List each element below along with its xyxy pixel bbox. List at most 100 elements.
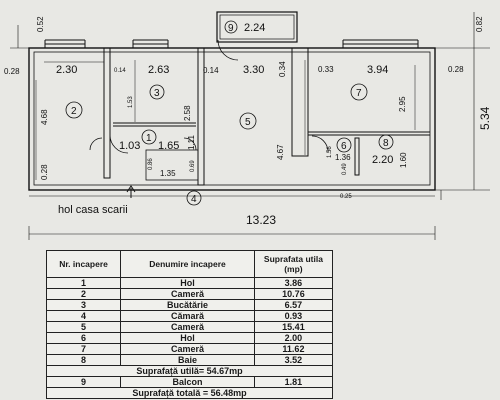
row-nr: 5 [45, 321, 122, 333]
row-area: 2.00 [253, 332, 334, 344]
grand-total-row: Suprafață totală = 56.48mp [46, 387, 333, 399]
room-3-marker [149, 84, 165, 100]
room-7-number: 7 [356, 88, 362, 99]
dim-r4-width: 1.35 [160, 169, 176, 178]
room-1-marker [141, 129, 157, 145]
row-area: 1.81 [253, 376, 334, 388]
row-name: Baie [120, 354, 255, 366]
dim-r6-a: 1.56 [327, 146, 333, 158]
header-name: Denumire incapere [120, 250, 255, 278]
dim-r4-a: 0.86 [148, 158, 154, 170]
room-7-marker [350, 83, 368, 101]
dimension-labels: 0.52 0.82 5.34 13.23 2.24 0.28 0.28 2.30… [4, 16, 492, 227]
dim-r3-height: 2.58 [183, 105, 192, 121]
table-row: 7 Cameră 11.62 [45, 343, 334, 355]
room-4-marker [186, 190, 202, 206]
dim-r5-wall-a: 0.14 [203, 66, 219, 75]
room-8-marker [378, 134, 394, 150]
row-nr: 4 [45, 310, 122, 322]
table-row: 4 Cămară 0.93 [45, 310, 334, 322]
room-1-number: 1 [146, 133, 152, 144]
room-area-table: Nr. incapere Denumire incapere Suprafata… [45, 250, 334, 399]
row-name: Bucătărie [120, 299, 255, 311]
dim-r2-height: 4.68 [40, 109, 49, 125]
dim-r6-bottom: 0.25 [340, 194, 352, 200]
dim-r7-height: 2.95 [398, 96, 407, 112]
grand-total: Suprafață totală = 56.48mp [46, 387, 333, 399]
room-markers [65, 20, 394, 206]
dim-right-vertical: 5.34 [478, 106, 492, 130]
row-nr: 2 [45, 288, 122, 300]
row-name: Cameră [120, 288, 255, 300]
room-4-number: 4 [191, 194, 197, 205]
dim-r2-width: 2.30 [56, 64, 77, 76]
dim-r3-width: 2.63 [148, 64, 169, 76]
table-row: 2 Cameră 10.76 [45, 288, 334, 300]
row-area: 0.93 [253, 310, 334, 322]
row-area: 3.52 [253, 354, 334, 366]
table-row: 3 Bucătărie 6.57 [45, 299, 334, 311]
table-row: 9 Balcon 1.81 [45, 376, 334, 388]
dim-r3-wall: 0.14 [114, 68, 126, 74]
row-nr: 8 [45, 354, 122, 366]
row-name: Balcon [120, 376, 255, 388]
row-name: Hol [120, 332, 255, 344]
room-2-number: 2 [71, 106, 77, 117]
row-name: Hol [120, 277, 255, 289]
dim-r1-b: 1.65 [158, 140, 179, 152]
room-8-number: 8 [383, 138, 389, 149]
dim-r7-width: 3.94 [367, 64, 388, 76]
dim-top-left-vertical: 0.52 [36, 16, 45, 32]
dim-r5-wall-b: 0.34 [278, 61, 287, 77]
dim-r2-small: 0.28 [40, 164, 49, 180]
room-9-marker [224, 20, 238, 34]
room-numbers: 2 3 5 7 1 4 6 8 9 [71, 23, 389, 205]
floor-plan: 0.52 0.82 5.34 13.23 2.24 0.28 0.28 2.30… [4, 11, 492, 240]
dim-r3-inner: 1.53 [128, 96, 134, 108]
row-area: 6.57 [253, 299, 334, 311]
table-row: 1 Hol 3.86 [45, 277, 334, 289]
header-area: Suprafata utila (mp) [253, 250, 334, 278]
dim-right-wall: 0.28 [448, 65, 464, 74]
row-nr: 6 [45, 332, 122, 344]
header-nr: Nr. incapere [45, 250, 122, 278]
room-3-number: 3 [154, 88, 160, 99]
dim-overall-width: 13.23 [246, 213, 276, 227]
dim-r8-height: 1.60 [399, 152, 408, 168]
area-table: Nr. incapere Denumire incapere Suprafata… [45, 250, 334, 399]
room-9-number: 9 [228, 23, 234, 34]
dim-r1-a: 1.03 [119, 140, 140, 152]
table-row: 6 Hol 2.00 [45, 332, 334, 344]
dim-r5-width: 3.30 [243, 64, 264, 76]
row-area: 11.62 [253, 343, 334, 355]
dim-left-wall: 0.28 [4, 67, 20, 76]
room-6-number: 6 [341, 141, 347, 152]
room-2-marker [65, 101, 83, 119]
room-5-marker [239, 112, 257, 130]
row-area: 3.86 [253, 277, 334, 289]
dim-top-right-vertical: 0.82 [475, 16, 484, 32]
dim-balcony: 2.24 [244, 22, 265, 34]
row-name: Cameră [120, 321, 255, 333]
useful-total: Suprafață utilă= 54.67mp [46, 365, 333, 377]
table-row: 8 Baie 3.52 [45, 354, 334, 366]
row-nr: 7 [45, 343, 122, 355]
row-nr: 3 [45, 299, 122, 311]
table-header-row: Nr. incapere Denumire incapere Suprafata… [45, 250, 334, 278]
row-nr: 1 [45, 277, 122, 289]
dim-r6-b: 1.36 [335, 153, 351, 162]
row-area: 15.41 [253, 321, 334, 333]
dim-r7-wall: 0.33 [318, 65, 334, 74]
dim-r5-height: 4.67 [276, 144, 285, 160]
table-row: 5 Cameră 15.41 [45, 321, 334, 333]
walls [10, 11, 490, 240]
dim-r6-c: 0.49 [342, 163, 348, 175]
row-name: Cămară [120, 310, 255, 322]
row-area: 10.76 [253, 288, 334, 300]
dim-r8-width: 2.20 [372, 154, 393, 166]
useful-total-row: Suprafață utilă= 54.67mp [46, 365, 333, 377]
row-nr: 9 [45, 376, 122, 388]
stair-label: hol casa scarii [58, 204, 128, 216]
dim-r4-b: 0.69 [190, 160, 196, 172]
row-name: Cameră [120, 343, 255, 355]
